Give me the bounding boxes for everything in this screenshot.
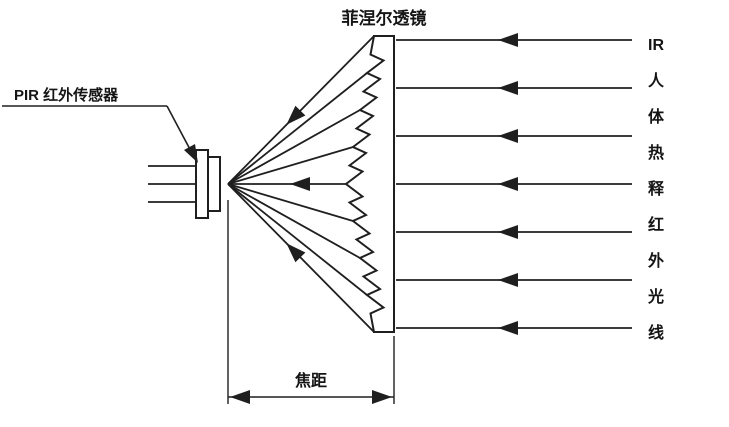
pir-sensor-cap [207,156,221,212]
focused-ray-line [227,72,368,185]
diagram-linework [2,33,632,404]
sensor-label-arrowhead [184,144,198,163]
ir-label-char: 体 [648,107,665,126]
ir-label-char: 光 [647,287,664,306]
upper-focused-ray-arrowhead [286,105,306,125]
fresnel-lens-title: 菲涅尔透镜 [342,8,427,28]
ir-label-char: 线 [648,323,664,342]
ir-label-char: 释 [648,179,665,198]
ir-ray-arrowhead [498,129,518,143]
focal-length-label: 焦距 [294,371,327,390]
ir-ray-arrowhead [498,225,518,239]
focused-ray-line [227,183,368,296]
ir-ray-arrowhead [498,321,518,335]
ir-ray-arrowhead [498,33,518,47]
pir-sensor-body [195,149,209,219]
axis-ray-arrowhead [290,177,310,191]
focused-ray-line [227,183,375,333]
pir-sensor-label: PIR 红外传感器 [14,86,119,104]
sensor-label-pointer-line [166,105,194,156]
ir-label-char: 外 [647,251,664,270]
lower-focused-ray-arrowhead [286,243,306,263]
focused-ray-line [227,35,375,185]
fresnel-lens-outline [344,35,395,333]
ir-label-char: 热 [648,143,664,162]
focused-ray-line [227,109,361,185]
focal-dimension-arrow-right [372,390,392,404]
ir-label-char: 人 [648,72,665,90]
focused-ray-line [227,183,361,259]
ir-ray-arrowhead [498,177,518,191]
ir-label-char: 红 [648,215,664,234]
ir-ray-arrowhead [498,81,518,95]
ir-label-char: IR [648,37,664,54]
focused-ray-line [227,146,354,185]
ir-ray-arrowhead [498,273,518,287]
focused-ray-line [227,183,354,222]
focal-dimension-arrow-left [230,390,250,404]
